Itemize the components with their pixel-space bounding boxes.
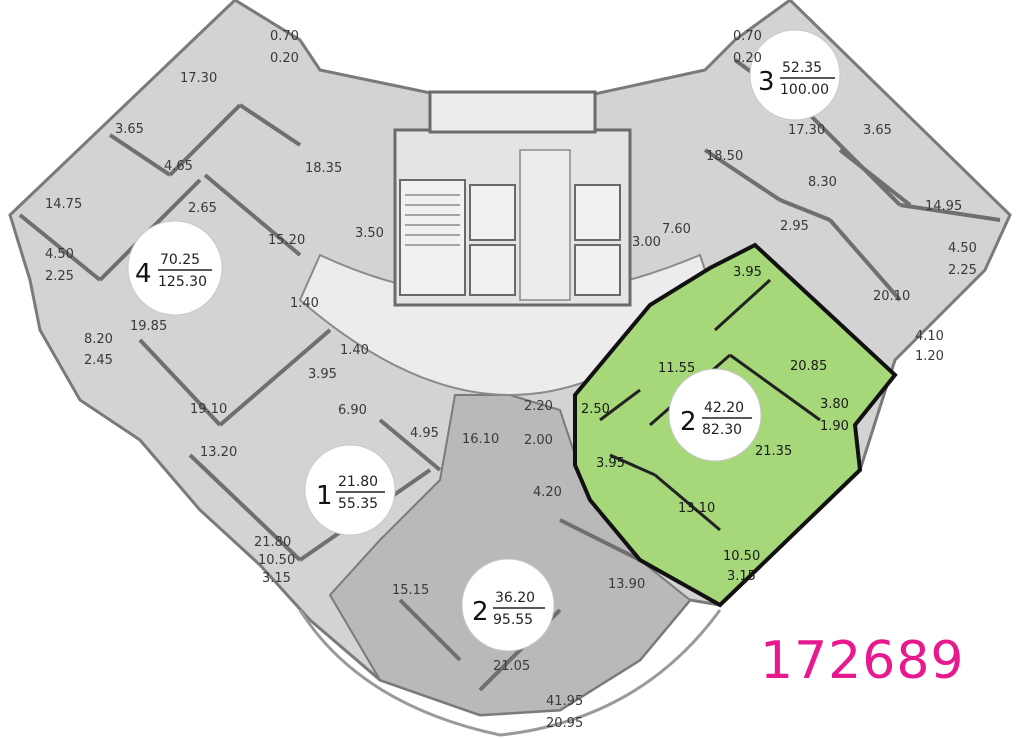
room-label: 0.20 xyxy=(733,51,762,66)
room-label: 20.95 xyxy=(546,716,583,731)
room-label: 8.30 xyxy=(808,175,837,190)
room-label: 10.50 xyxy=(723,549,760,564)
room-label: 8.20 xyxy=(84,332,113,347)
room-label: 4.95 xyxy=(410,426,439,441)
room-label: 3.65 xyxy=(863,123,892,138)
room-label: 3.00 xyxy=(632,235,661,250)
badge-rooms: 4 xyxy=(135,259,152,289)
badge-rooms: 2 xyxy=(680,407,697,437)
room-label: 16.10 xyxy=(462,432,499,447)
badge-apartment-2-highlighted: 2 42.20 82.30 xyxy=(668,368,762,462)
room-label: 3.50 xyxy=(355,226,384,241)
room-label: 3.80 xyxy=(820,397,849,412)
room-label: 0.70 xyxy=(733,29,762,44)
badge-living-area: 70.25 xyxy=(160,252,200,268)
badge-living-area: 52.35 xyxy=(782,60,822,76)
room-label: 13.10 xyxy=(678,501,715,516)
room-label: 17.30 xyxy=(788,123,825,138)
room-label: 11.55 xyxy=(658,361,695,376)
room-label: 1.20 xyxy=(915,349,944,364)
building-core xyxy=(393,90,632,307)
badge-total-area: 100.00 xyxy=(780,82,829,98)
room-label: 2.95 xyxy=(780,219,809,234)
room-label: 7.60 xyxy=(662,222,691,237)
badge-apartment-4: 4 70.25 125.30 xyxy=(127,220,223,316)
room-label: 14.75 xyxy=(45,197,82,212)
badge-living-area: 21.80 xyxy=(338,474,378,490)
room-label: 14.95 xyxy=(925,199,962,214)
badge-total-area: 95.55 xyxy=(493,612,533,628)
room-label: 18.35 xyxy=(305,161,342,176)
badge-rooms: 1 xyxy=(316,481,333,511)
room-label: 0.20 xyxy=(270,51,299,66)
room-label: 17.30 xyxy=(180,71,217,86)
room-label: 2.25 xyxy=(45,269,74,284)
room-label: 10.50 xyxy=(258,553,295,568)
room-label: 6.90 xyxy=(338,403,367,418)
room-label: 3.15 xyxy=(262,571,291,586)
badge-living-area: 36.20 xyxy=(495,590,535,606)
room-label: 19.85 xyxy=(130,319,167,334)
room-label: 15.15 xyxy=(392,583,429,598)
room-label: 20.85 xyxy=(790,359,827,374)
room-label: 0.70 xyxy=(270,29,299,44)
room-label: 2.65 xyxy=(188,201,217,216)
room-label: 21.35 xyxy=(755,444,792,459)
badge-living-area: 42.20 xyxy=(704,400,744,416)
badge-total-area: 55.35 xyxy=(338,496,378,512)
room-label: 2.25 xyxy=(948,263,977,278)
room-label: 1.90 xyxy=(820,419,849,434)
room-label: 4.65 xyxy=(164,159,193,174)
room-label: 1.40 xyxy=(290,296,319,311)
room-label: 4.50 xyxy=(948,241,977,256)
room-label: 21.80 xyxy=(254,535,291,550)
room-label: 15.20 xyxy=(268,233,305,248)
room-label: 19.10 xyxy=(190,402,227,417)
badge-rooms: 3 xyxy=(758,67,775,97)
room-label: 20.10 xyxy=(873,289,910,304)
room-label: 4.20 xyxy=(533,485,562,500)
room-label: 2.20 xyxy=(524,399,553,414)
badge-rooms: 2 xyxy=(472,597,489,627)
room-label: 41.95 xyxy=(546,694,583,709)
room-label: 3.65 xyxy=(115,122,144,137)
room-label: 2.45 xyxy=(84,353,113,368)
room-label: 3.15 xyxy=(727,569,756,584)
room-label: 3.95 xyxy=(733,265,762,280)
room-label: 3.95 xyxy=(596,456,625,471)
room-label: 4.10 xyxy=(915,329,944,344)
room-labels: 0.70 0.20 17.30 3.65 4.65 18.35 14.75 2.… xyxy=(45,29,977,731)
room-label: 1.40 xyxy=(340,343,369,358)
room-label: 13.90 xyxy=(608,577,645,592)
badge-total-area: 125.30 xyxy=(158,274,207,290)
badge-apartment-2-bottom: 2 36.20 95.55 xyxy=(461,558,555,652)
room-label: 2.00 xyxy=(524,433,553,448)
badge-total-area: 82.30 xyxy=(702,422,742,438)
room-label: 2.50 xyxy=(581,402,610,417)
badge-apartment-3: 3 52.35 100.00 xyxy=(749,29,841,121)
badge-apartment-1: 1 21.80 55.35 xyxy=(304,444,396,536)
listing-id: 172689 xyxy=(760,631,965,691)
room-label: 3.95 xyxy=(308,367,337,382)
room-label: 21.05 xyxy=(493,659,530,674)
room-label: 4.50 xyxy=(45,247,74,262)
bottom-curve xyxy=(298,609,722,737)
room-label: 18.50 xyxy=(706,149,743,164)
room-label: 13.20 xyxy=(200,445,237,460)
